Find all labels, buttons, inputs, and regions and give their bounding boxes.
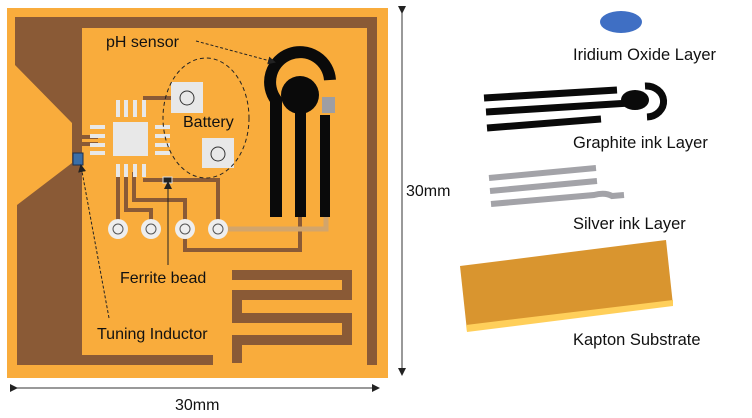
layer-label: Graphite ink Layer xyxy=(573,134,708,152)
width-label: 30mm xyxy=(175,397,219,414)
ferrite-bead xyxy=(162,176,173,184)
ferrite-bead-label: Ferrite bead xyxy=(120,270,206,287)
circuit-board: pH sensor Battery Ferrite bead Tuning In… xyxy=(7,8,388,378)
layer-label: Iridium Oxide Layer xyxy=(573,46,717,64)
antenna-trace xyxy=(15,17,377,365)
dimension-width: 30mm xyxy=(10,384,380,414)
ic-chip xyxy=(90,100,170,177)
layer-label: Kapton Substrate xyxy=(573,331,701,349)
dimension-height: 30mm xyxy=(398,6,450,376)
tuning-inductor-label: Tuning Inductor xyxy=(97,326,208,343)
ph-sensor-label: pH sensor xyxy=(106,34,180,51)
layer-silver: Silver ink Layer xyxy=(488,165,686,233)
layer-kapton: Kapton Substrate xyxy=(460,240,701,349)
silver-trace xyxy=(218,215,329,232)
battery-outline xyxy=(162,57,250,179)
tuning-inductor xyxy=(72,152,84,166)
battery-pad xyxy=(171,82,203,113)
layer-graphite: Graphite ink Layer xyxy=(483,82,708,152)
iridium-oxide-shape xyxy=(600,11,642,33)
layer-label: Silver ink Layer xyxy=(573,215,686,233)
tuning-inductor-arrow xyxy=(78,164,110,319)
contact-pads xyxy=(108,219,228,239)
battery-pad xyxy=(202,138,234,168)
battery-label: Battery xyxy=(183,114,234,131)
meander-trace xyxy=(232,270,352,363)
ph-sensor-arrow xyxy=(195,40,276,65)
layer-iridium: Iridium Oxide Layer xyxy=(573,11,717,64)
height-label: 30mm xyxy=(406,183,450,200)
ph-sensor xyxy=(264,46,336,217)
